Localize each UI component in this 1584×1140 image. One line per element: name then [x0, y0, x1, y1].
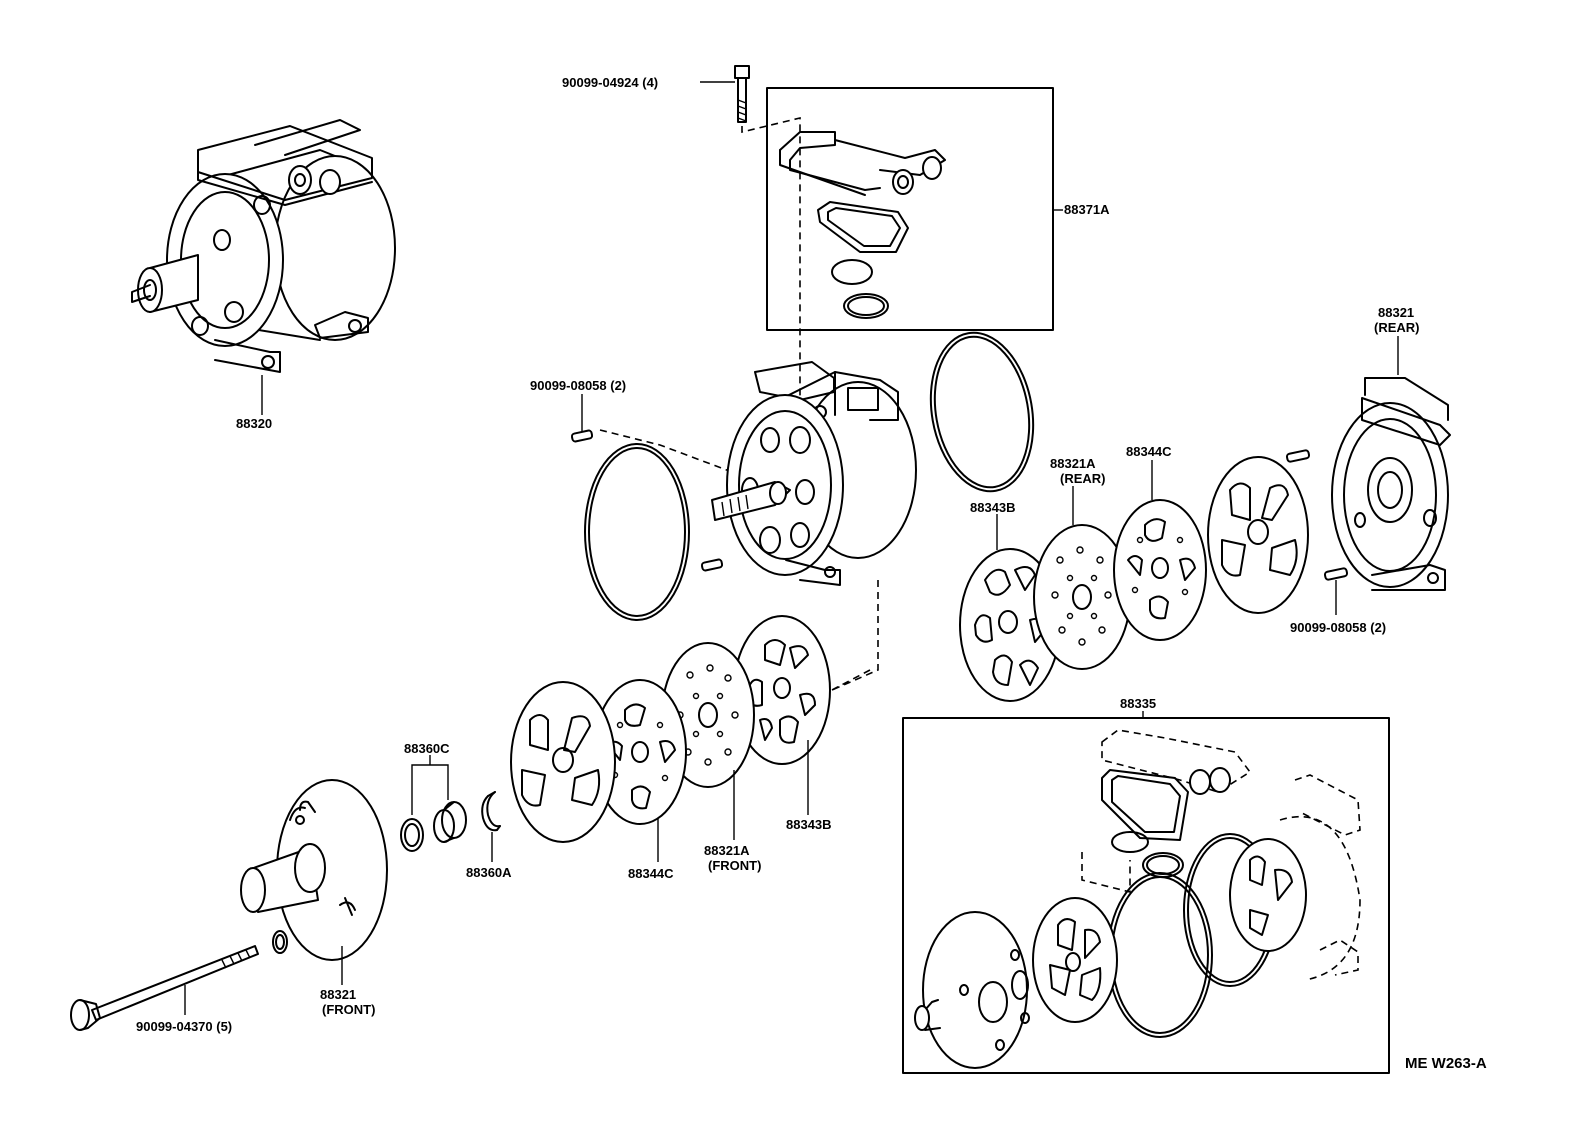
valve-kit-box: [766, 87, 1054, 331]
gasket-set-parts: [914, 729, 1361, 1069]
label-valve-kit: 88371A: [1064, 202, 1110, 217]
label-rear-housing-note: (REAR): [1374, 320, 1420, 335]
label-front-housing-note: (FRONT): [322, 1002, 375, 1017]
dash-center: [831, 580, 879, 691]
front-suction-plate: [510, 681, 616, 843]
label-pin-right: 90099-08058 (2): [1290, 620, 1386, 635]
label-front-housing: 88321: [320, 987, 356, 1002]
shaft-seal: [400, 801, 467, 852]
bolt-top: [700, 65, 750, 123]
compressor-assembly: [131, 119, 396, 415]
pin-mid: [700, 558, 724, 572]
label-front-gasket-c: 88344C: [628, 866, 674, 881]
label-front-plate-note: (FRONT): [708, 858, 761, 873]
label-front-plate: 88321A: [704, 843, 750, 858]
rear-suction-plate: [1207, 456, 1309, 614]
o-ring-right: [929, 331, 1035, 493]
label-bolt-top: 90099-04924 (4): [562, 75, 658, 90]
label-rear-housing: 88321: [1378, 305, 1414, 320]
label-front-gasket-b: 88343B: [786, 817, 832, 832]
valve-kit-parts: [779, 131, 946, 319]
gasket-set-box: [902, 717, 1390, 1074]
label-snap-ring: 88360A: [466, 865, 512, 880]
o-ring-left: [584, 443, 690, 621]
label-rear-gasket-b: 88343B: [970, 500, 1016, 515]
label-pin-top: 90099-08058 (2): [530, 378, 626, 393]
leader-seal: [411, 755, 449, 815]
main-cylinder: [711, 361, 917, 586]
dash-bolt: [741, 116, 801, 450]
drawing-code: ME W263-A: [1405, 1055, 1487, 1072]
label-rear-plate: 88321A: [1050, 456, 1096, 471]
pin-right-top: [1285, 449, 1311, 463]
label-rear-plate-note: (REAR): [1060, 471, 1106, 486]
washer: [272, 930, 288, 954]
label-compressor-assy: 88320: [236, 416, 272, 431]
label-through-bolt: 90099-04370 (5): [136, 1019, 232, 1034]
dash-front: [831, 669, 871, 691]
snap-ring: [481, 791, 501, 832]
dash-pin-top: [599, 429, 741, 476]
label-gasket-set: 88335: [1120, 696, 1156, 711]
pin-top: [570, 429, 594, 443]
through-bolt: [70, 945, 259, 1031]
label-seal-c: 88360C: [404, 741, 450, 756]
rear-housing: [1331, 377, 1451, 591]
label-rear-gasket-c: 88344C: [1126, 444, 1172, 459]
front-housing: [240, 779, 388, 961]
pin-right-bottom: [1323, 567, 1349, 581]
rear-gasket-c: [1113, 499, 1207, 641]
